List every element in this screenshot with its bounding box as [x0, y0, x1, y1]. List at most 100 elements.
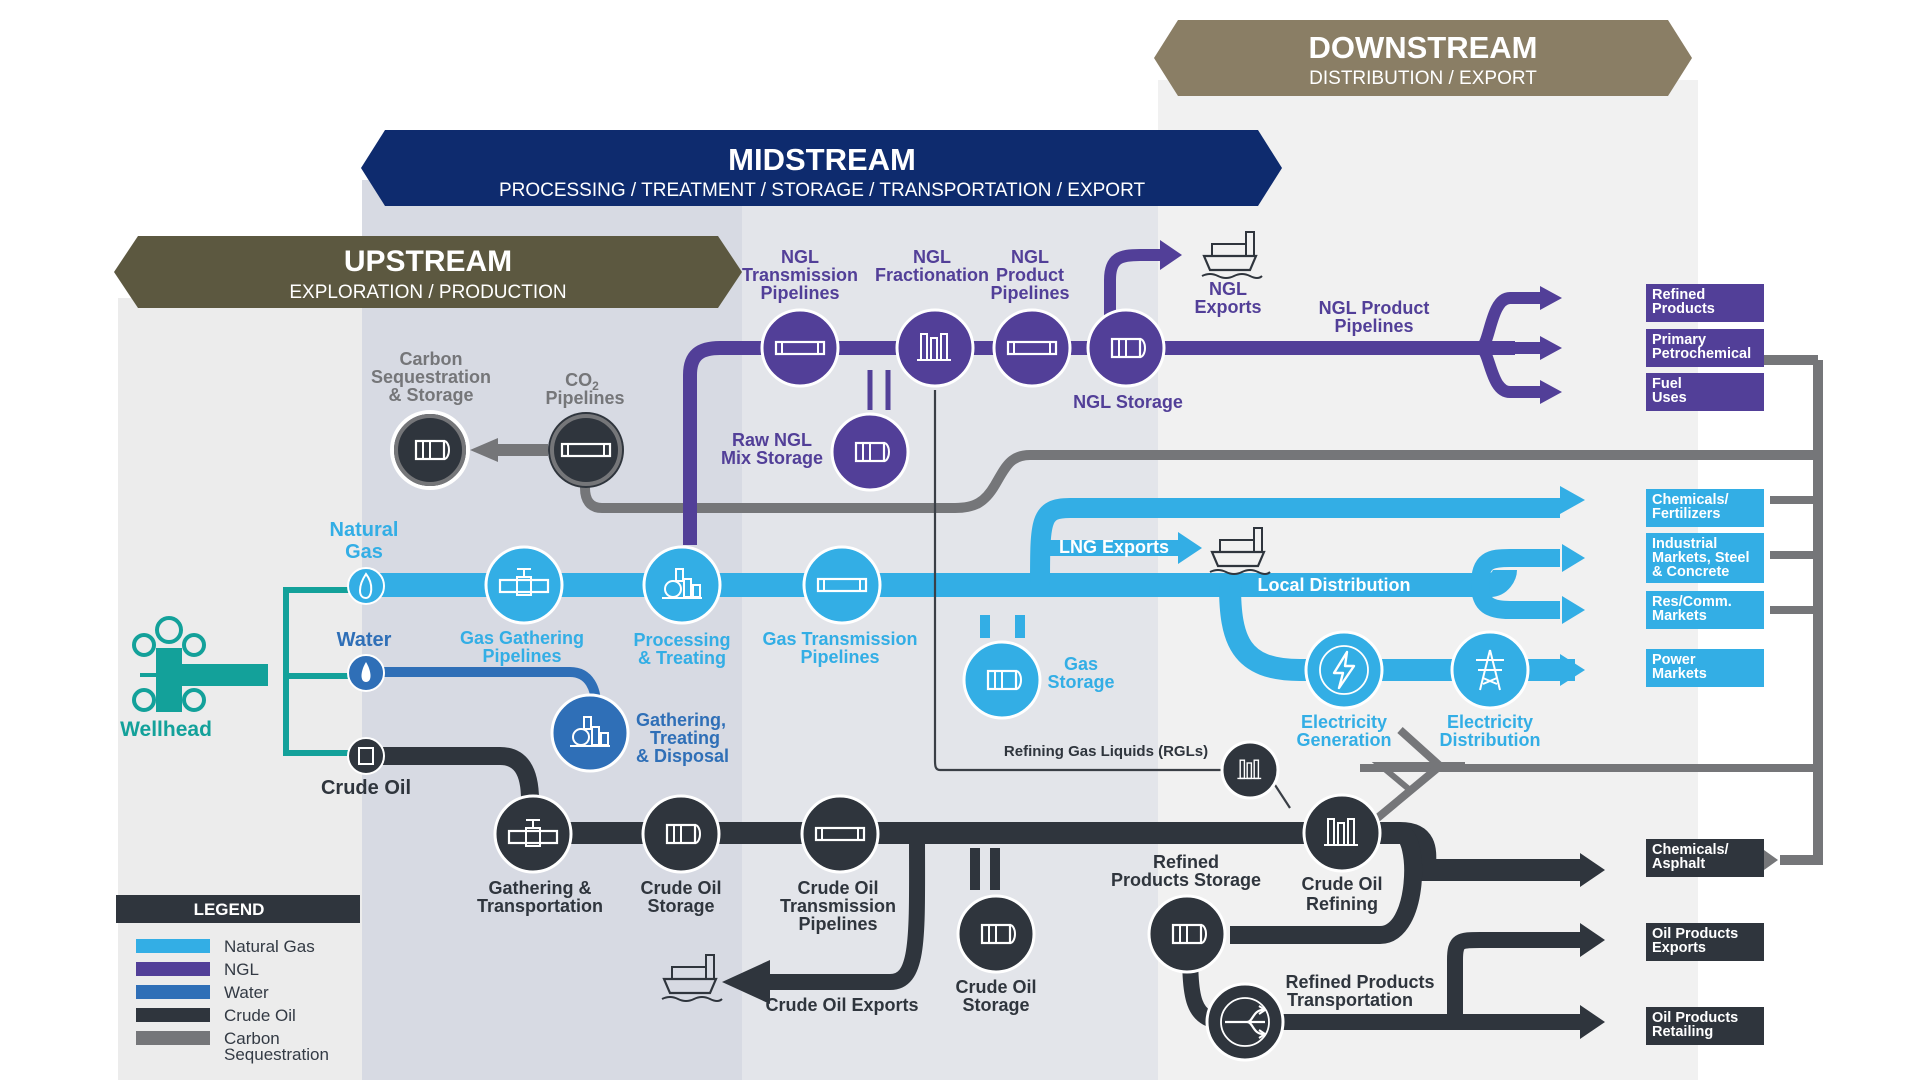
rgl-label: Refining Gas Liquids (RGLs)	[1004, 743, 1208, 760]
legend-label: Water	[224, 983, 269, 1002]
crude-storage-1-node	[641, 794, 721, 874]
gathering-transport-label-1: Gathering &	[488, 878, 591, 898]
carbon-lines	[490, 355, 1823, 865]
arrowheads	[470, 240, 1778, 1039]
ngl-storage-label: NGL Storage	[1073, 392, 1183, 412]
water-source-node	[347, 654, 385, 692]
downstream-title: DOWNSTREAM	[1308, 30, 1537, 65]
upstream-banner: UPSTREAM EXPLORATION / PRODUCTION	[114, 236, 742, 308]
market-primary-petrochemical-label: Primary	[1652, 332, 1706, 348]
ngl-exports-label-2: Exports	[1194, 297, 1261, 317]
market-power-markets-label: Power	[1652, 652, 1696, 668]
ngl-product-pipelines-label-3: Pipelines	[990, 283, 1069, 303]
refined-storage-label-2: Products Storage	[1111, 870, 1261, 890]
refined-storage-node	[1147, 894, 1227, 974]
gathering-transport-label-2: Transportation	[477, 896, 603, 916]
lng-exports-label: LNG Exports	[1059, 537, 1169, 557]
market-oil-products-exports-label: Exports	[1652, 940, 1706, 956]
market-primary-petrochemical-label: Petrochemical	[1652, 346, 1751, 362]
refined-storage-label-1: Refined	[1153, 852, 1219, 872]
gas-gathering-node	[484, 545, 564, 625]
market-chemicals-fertilizers: Chemicals/Fertilizers	[1646, 489, 1764, 527]
ngl-transmission-node	[760, 308, 840, 388]
ngl-lines	[683, 249, 1540, 545]
gathering-transport-node	[493, 794, 573, 874]
natural-gas-label-2: Gas	[345, 541, 383, 563]
market-res-comm-markets: Res/Comm.Markets	[1646, 591, 1764, 629]
elec-distribution-label-1: Electricity	[1447, 712, 1533, 732]
ngl-product-pipelines-node	[992, 308, 1072, 388]
downstream-subtitle: DISTRIBUTION / EXPORT	[1309, 68, 1537, 89]
gtd-label-2: Treating	[650, 728, 720, 748]
gas-storage-node	[962, 640, 1042, 720]
raw-ngl-storage-node	[830, 412, 910, 492]
ngl-storage-node	[1086, 308, 1166, 388]
gas-gathering-label-2: Pipelines	[482, 646, 561, 666]
refined-transport-label-1: Refined Products	[1285, 972, 1434, 992]
midstream-background-a	[362, 180, 742, 1080]
market-oil-products-retailing-label: Oil Products	[1652, 1010, 1738, 1026]
gas-transmission-node	[802, 545, 882, 625]
labels: Wellhead Natural Gas Water Crude Oil Car…	[120, 247, 1540, 1015]
crude-storage-1-label-1: Crude Oil	[640, 878, 721, 898]
co2-pipelines-node	[548, 412, 624, 488]
legend-label: Carbon	[224, 1029, 280, 1048]
crude-exports-label: Crude Oil Exports	[765, 995, 918, 1015]
rgl-link	[1274, 784, 1291, 809]
market-oil-products-exports-label: Oil Products	[1652, 926, 1738, 942]
legend-swatch	[136, 939, 210, 953]
ngl-product-pipelines-label-1: NGL	[1011, 247, 1049, 267]
processing-label-2: & Treating	[638, 648, 726, 668]
gas-storage-label-2: Storage	[1047, 672, 1114, 692]
gas-storage-label-1: Gas	[1064, 654, 1098, 674]
crude-refining-node	[1302, 793, 1382, 873]
ngl-product-pipelines-right-1: NGL Product	[1319, 298, 1430, 318]
rgl-line	[933, 390, 1232, 772]
legend-label: Crude Oil	[224, 1006, 296, 1025]
crude-transmission-label-1: Crude Oil	[797, 878, 878, 898]
midstream-title: MIDSTREAM	[728, 142, 916, 177]
natural-gas-lines	[365, 498, 1575, 681]
market-boxes: RefinedProductsPrimaryPetrochemicalFuelU…	[1646, 284, 1764, 1045]
market-power-markets-label: Markets	[1652, 666, 1707, 682]
market-industrial-markets-label: Markets, Steel	[1652, 550, 1750, 566]
processing-node	[642, 545, 722, 625]
legend-item: Natural Gas	[136, 937, 315, 956]
wellhead-icon	[132, 616, 206, 712]
market-res-comm-markets-label: Markets	[1652, 608, 1707, 624]
co2-pipelines-label-2: Pipelines	[545, 388, 624, 408]
market-chemicals-asphalt-label: Chemicals/	[1652, 842, 1729, 858]
raw-ngl-label-2: Mix Storage	[721, 448, 823, 468]
legend-item: Water	[136, 983, 269, 1002]
co2-pipelines-label: CO2	[565, 370, 599, 393]
crude-oil-source-node	[347, 737, 385, 775]
raw-ngl-label-1: Raw NGL	[732, 430, 812, 450]
ngl-product-pipelines-right-2: Pipelines	[1334, 316, 1413, 336]
crude-storage-2-label-2: Storage	[962, 995, 1029, 1015]
legend-item: NGL	[136, 960, 259, 979]
market-fuel-uses-label: Fuel	[1652, 376, 1682, 392]
local-distribution-label: Local Distribution	[1258, 575, 1411, 595]
market-res-comm-markets-label: Res/Comm.	[1652, 594, 1732, 610]
crude-storage-2-node	[956, 894, 1036, 974]
market-chemicals-fertilizers-label: Chemicals/	[1652, 492, 1729, 508]
ngl-fractionation-node	[895, 308, 975, 388]
downstream-banner: DOWNSTREAM DISTRIBUTION / EXPORT	[1154, 20, 1692, 96]
legend-swatch	[136, 1031, 210, 1045]
rgl-node	[1220, 740, 1280, 800]
legend-label: Natural Gas	[224, 937, 315, 956]
processing-label-1: Processing	[633, 630, 730, 650]
legend-swatch	[136, 962, 210, 976]
gas-transmission-label-2: Pipelines	[800, 647, 879, 667]
midstream-banner: MIDSTREAM PROCESSING / TREATMENT / STORA…	[361, 130, 1282, 206]
crude-oil-label: Crude Oil	[321, 777, 411, 799]
legend-label: Sequestration	[224, 1045, 329, 1064]
legend-label: NGL	[224, 960, 259, 979]
carbon-seq-label-2: Sequestration	[371, 367, 491, 387]
